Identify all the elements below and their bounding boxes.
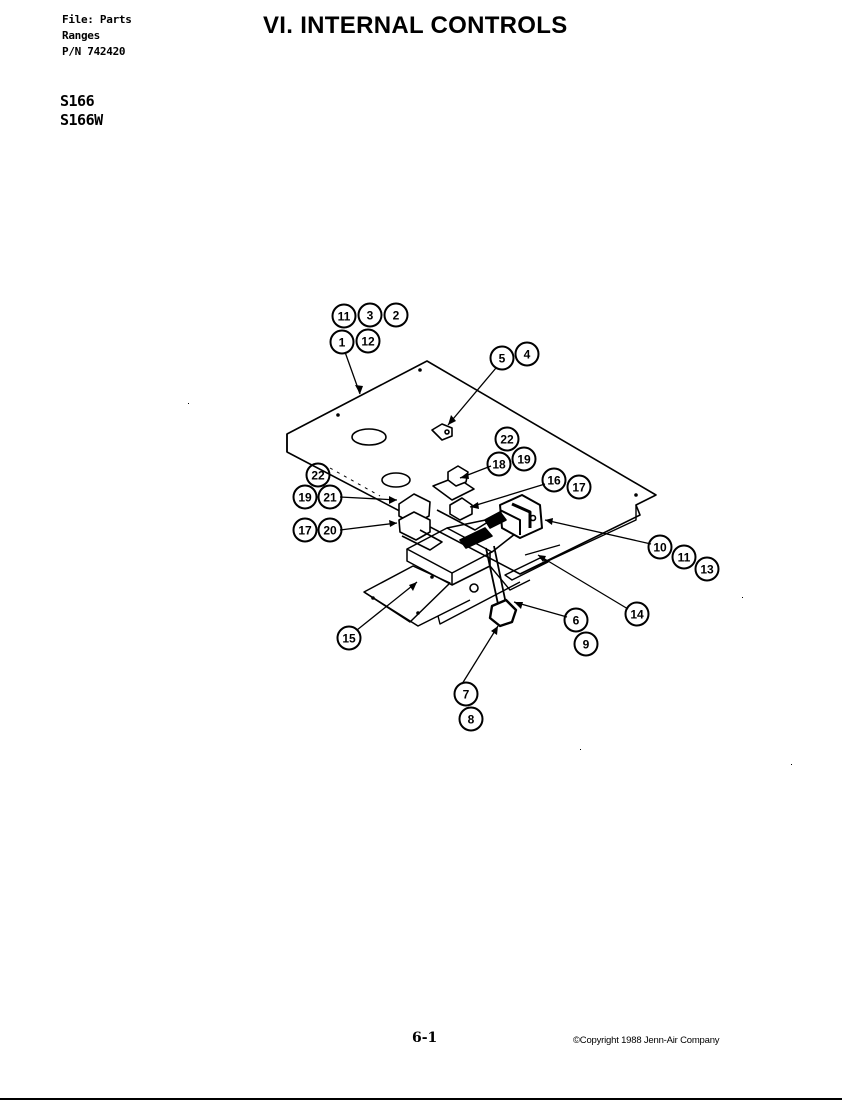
callout-label: 10 — [653, 541, 667, 555]
switch-block — [447, 465, 469, 487]
callout-label: 20 — [323, 524, 337, 538]
callout-label: 5 — [499, 352, 506, 366]
burner-hole — [381, 472, 411, 488]
category-label: Ranges — [62, 29, 100, 42]
callout-label: 13 — [700, 563, 714, 577]
callout-19 — [292, 484, 318, 510]
file-info: File: Parts Ranges P/N 742420 — [62, 12, 132, 60]
callout-13 — [694, 556, 720, 582]
part-number-label: P/N 742420 — [62, 45, 126, 58]
model-list: S166 S166W — [60, 92, 103, 130]
callout-21 — [317, 484, 343, 510]
callout-label: 11 — [678, 551, 691, 565]
callout-9 — [573, 631, 599, 657]
callout-label: 18 — [492, 458, 506, 472]
callout-label: 6 — [573, 614, 580, 628]
callout-label: 14 — [630, 608, 644, 622]
callout-5 — [489, 345, 515, 371]
callout-label: 3 — [367, 309, 374, 323]
callout-label: 12 — [361, 335, 375, 349]
callout-22 — [305, 462, 331, 488]
switch-block — [449, 497, 473, 521]
control-knob — [488, 598, 518, 628]
callout-label: 15 — [342, 632, 356, 646]
callout-10 — [647, 534, 673, 560]
callout-label: 1 — [339, 336, 346, 350]
callout-18 — [486, 451, 512, 477]
callout-4 — [514, 341, 540, 367]
callout-label: 17 — [298, 524, 312, 538]
callout-6 — [563, 607, 589, 633]
thermostat-sensor — [431, 423, 453, 441]
callout-19 — [511, 446, 537, 472]
callout-16 — [541, 467, 567, 493]
control-panel-cover — [286, 360, 657, 575]
callout-label: 7 — [463, 688, 470, 702]
model-number: S166 — [60, 92, 95, 110]
callout-label: 8 — [468, 713, 475, 727]
page-title: VI. INTERNAL CONTROLS — [263, 12, 568, 39]
callout-1 — [329, 329, 355, 355]
callout-label: 19 — [298, 491, 312, 505]
callout-15 — [336, 625, 362, 651]
callout-label: 22 — [311, 469, 325, 483]
callout-label: 11 — [338, 310, 351, 324]
callout-17 — [292, 517, 318, 543]
callout-label: 4 — [524, 348, 531, 362]
burner-hole — [351, 428, 387, 446]
copyright-notice: ©Copyright 1988 Jenn-Air Company — [573, 1035, 720, 1046]
page-number: 6-1 — [412, 1030, 438, 1046]
callout-label: 17 — [572, 481, 586, 495]
callout-7 — [453, 681, 479, 707]
callout-label: 2 — [393, 309, 400, 323]
callout-14 — [624, 601, 650, 627]
control-rod — [485, 545, 507, 605]
model-number: S166W — [60, 111, 103, 129]
callout-17 — [566, 474, 592, 500]
callout-11 — [671, 544, 697, 570]
callout-label: 21 — [323, 491, 337, 505]
bottom-rule — [0, 1098, 842, 1100]
switch-block — [398, 511, 431, 541]
callout-label: 16 — [547, 474, 561, 488]
callout-2 — [383, 302, 409, 328]
callout-20 — [317, 517, 343, 543]
callout-22 — [494, 426, 520, 452]
callout-label: 22 — [500, 433, 514, 447]
callout-group — [292, 302, 720, 732]
callout-12 — [355, 328, 381, 354]
callout-3 — [357, 302, 383, 328]
callout-8 — [458, 706, 484, 732]
callout-11 — [331, 303, 357, 329]
callout-label: 9 — [583, 638, 590, 652]
callout-label: 19 — [517, 453, 531, 467]
file-label: File: Parts — [62, 13, 132, 26]
